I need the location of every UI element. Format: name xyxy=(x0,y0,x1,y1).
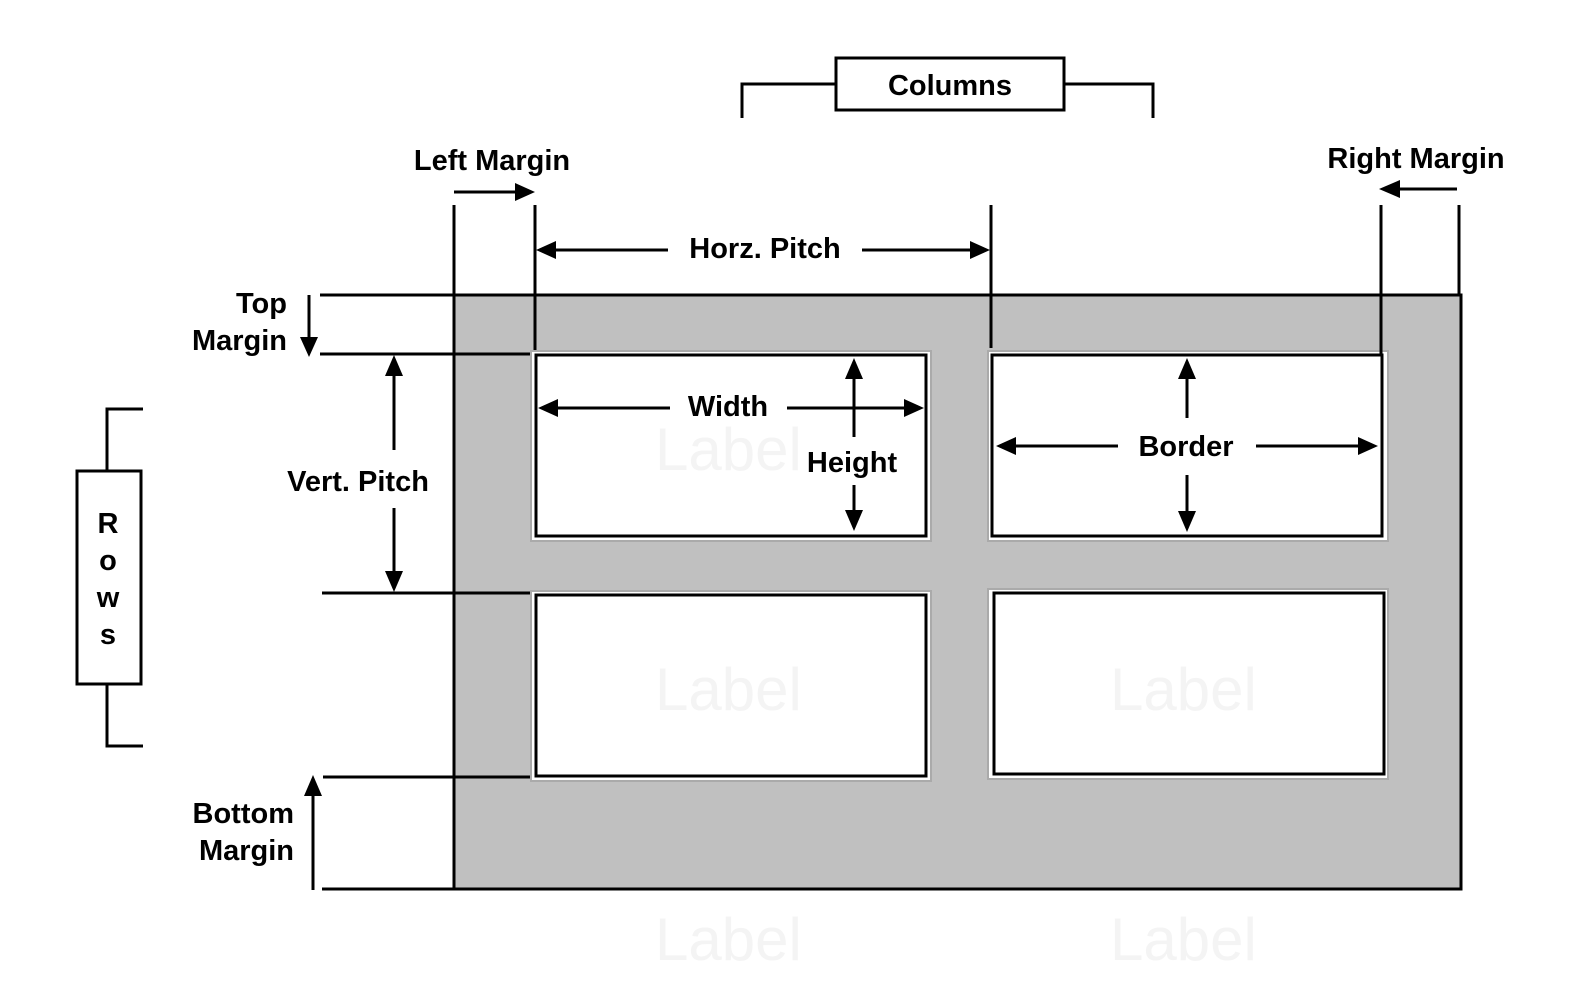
arrow-left-icon xyxy=(536,241,556,259)
cell-watermark: Label xyxy=(655,656,802,723)
rows-letter: s xyxy=(100,619,116,651)
arrow-up-icon xyxy=(845,358,863,379)
arrow-down-icon xyxy=(300,337,318,357)
right-margin-label: Right Margin xyxy=(1327,143,1504,175)
arrow-up-icon xyxy=(1178,358,1196,379)
top-margin-dimension: Top Margin xyxy=(192,288,530,357)
cell-watermark: Label xyxy=(655,906,802,973)
bottom-margin-dimension: Bottom Margin xyxy=(193,775,530,891)
arrow-left-icon xyxy=(996,437,1016,455)
arrow-down-icon xyxy=(845,510,863,531)
vert-pitch-dimension: Vert. Pitch xyxy=(287,355,530,595)
arrow-right-icon xyxy=(1358,437,1378,455)
cell-watermark: Label xyxy=(1110,906,1257,973)
rows-bracket: R o w s xyxy=(75,407,143,748)
bottom-margin-label: Bottom xyxy=(193,798,294,830)
height-label: Height xyxy=(807,447,898,479)
rows-letter: o xyxy=(99,545,117,577)
horz-pitch-label: Horz. Pitch xyxy=(689,233,840,265)
horz-pitch-dimension: Horz. Pitch xyxy=(536,205,993,348)
width-label: Width xyxy=(688,391,768,423)
vert-pitch-label: Vert. Pitch xyxy=(287,466,429,498)
label-cell: Label xyxy=(987,588,1389,780)
top-margin-label: Top xyxy=(236,288,287,320)
columns-label: Columns xyxy=(888,70,1012,102)
height-dimension: Height xyxy=(807,358,898,531)
width-dimension: Width xyxy=(538,391,924,423)
label-cell: Label xyxy=(530,350,932,542)
arrow-right-icon xyxy=(970,241,990,259)
arrow-down-icon xyxy=(1178,511,1196,532)
arrow-down-icon xyxy=(385,571,403,592)
arrow-left-icon xyxy=(538,399,558,417)
rows-letter: R xyxy=(98,508,119,540)
cell-watermark: Label xyxy=(655,416,802,483)
arrow-up-icon xyxy=(385,355,403,376)
arrow-right-icon xyxy=(515,183,535,201)
arrow-up-icon xyxy=(304,775,322,796)
top-margin-label: Margin xyxy=(192,325,287,357)
label-cell: Label xyxy=(530,590,932,782)
arrow-right-icon xyxy=(904,399,924,417)
left-margin-label: Left Margin xyxy=(414,145,570,177)
left-margin-dimension: Left Margin xyxy=(414,145,570,350)
cell-watermark: Label xyxy=(1110,656,1257,723)
arrow-left-icon xyxy=(1379,180,1400,198)
rows-letter: w xyxy=(96,582,120,614)
bottom-margin-label: Margin xyxy=(199,835,294,867)
border-label: Border xyxy=(1138,431,1233,463)
columns-bracket: Columns xyxy=(740,56,1155,118)
right-margin-dimension: Right Margin xyxy=(1327,143,1505,355)
border-dimension: Border xyxy=(996,358,1378,532)
